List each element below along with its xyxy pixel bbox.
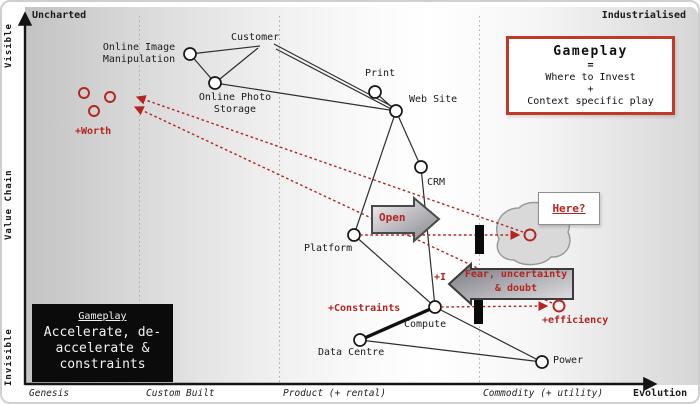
data-centre-label: Data Centre (318, 347, 385, 358)
open-arrow-label: Open (379, 211, 406, 224)
legend-equals: = (587, 60, 594, 71)
node-print (368, 85, 382, 99)
red-value-circles (78, 87, 566, 313)
here-to-worth-arrow (135, 95, 524, 233)
barrier-bottom (474, 298, 483, 324)
efficiency-target-circle (552, 299, 566, 313)
here-box: Here? (538, 192, 600, 225)
stage-product-label: Product (+ rental) (283, 388, 386, 399)
stage-genesis-label: Genesis (29, 388, 70, 399)
efficiency-annotation: +efficiency (542, 315, 609, 326)
barriers (474, 225, 484, 324)
online-photo-storage-label: Online Photo Storage (198, 92, 272, 115)
legend-context: Context specific play (527, 96, 654, 107)
worth-circle-1 (78, 87, 90, 99)
legend-title: Gameplay (553, 44, 628, 59)
compute-evolve-arrow (440, 301, 549, 311)
power-label: Power (553, 355, 584, 366)
node-crm (414, 160, 428, 174)
node-online-photo-storage (208, 76, 222, 90)
stage-custom-built-label: Custom Built (146, 388, 215, 399)
efficiency-to-worth-arrow (133, 106, 553, 304)
inertia-annotation: +I (434, 272, 447, 283)
component-node-circles (183, 47, 549, 369)
black-box-body: Accelerate, de-accelerate & constraints (43, 325, 162, 372)
invisible-axis-label: Invisible (4, 328, 14, 386)
node-power (535, 355, 549, 369)
node-online-image-manipulation (183, 47, 197, 61)
crm-label: CRM (427, 177, 446, 188)
black-box-title: Gameplay (78, 311, 127, 322)
compute-label: Compute (404, 319, 447, 330)
platform-label: Platform (304, 243, 353, 254)
open-accelerator-arrow (371, 195, 441, 244)
online-image-manipulation-label: Online Image Manipulation (102, 42, 176, 65)
constraint-edge-thick (359, 305, 436, 342)
uncharted-label: Uncharted (32, 10, 87, 21)
constraints-annotation: +Constraints (328, 303, 401, 314)
axes (17, 11, 658, 392)
fud-deaccelerator-arrow (447, 261, 574, 307)
evolution-axis-label: Evolution (633, 388, 688, 399)
visible-axis-label: Visible (4, 23, 14, 68)
stage-commodity-label: Commodity (+ utility) (483, 388, 604, 399)
value-chain-axis-label: Value Chain (4, 169, 14, 240)
web-site-label: Web Site (409, 94, 458, 105)
barrier-top (475, 225, 484, 254)
worth-circle-2 (104, 91, 116, 103)
customer-label: Customer (231, 32, 280, 43)
movement-arrows (133, 95, 553, 311)
worth-annotation: +Worth (75, 126, 112, 137)
here-label: Here? (552, 202, 586, 215)
legend-plus: + (587, 84, 594, 95)
node-data-centre (353, 333, 367, 347)
industrialised-label: Industrialised (601, 10, 686, 21)
node-web-site (389, 104, 403, 118)
fud-arrow-label: Fear, uncertainty & doubt (464, 269, 568, 294)
print-label: Print (365, 68, 396, 79)
legend-invest: Where to Invest (545, 72, 636, 83)
gameplay-black-box: Gameplay Accelerate, de-accelerate & con… (32, 304, 173, 382)
worth-circle-3 (88, 105, 100, 117)
gameplay-legend-box: Gameplay = Where to Invest + Context spe… (506, 36, 675, 115)
here-target-circle (523, 228, 537, 242)
